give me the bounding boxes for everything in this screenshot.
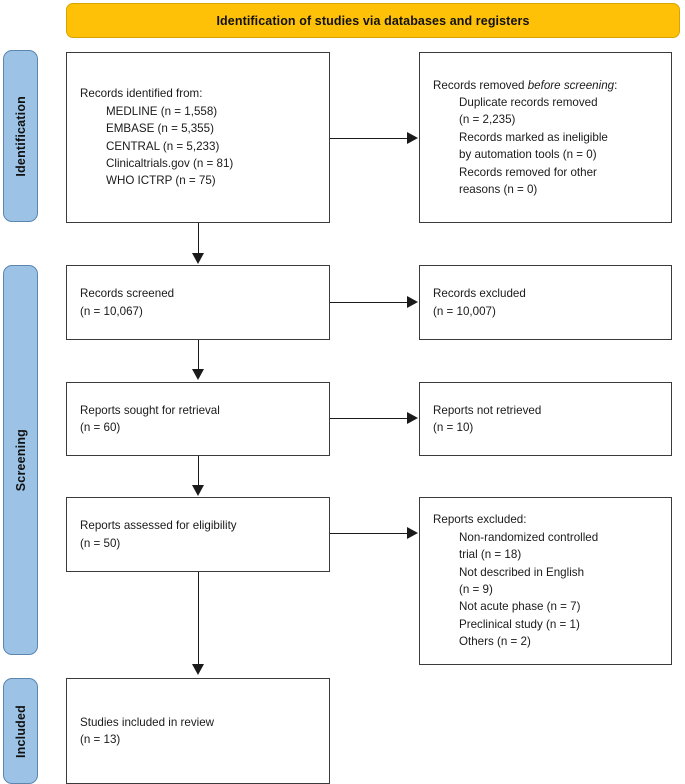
reports-sought-count: (n = 60)	[80, 421, 121, 434]
reports-excluded-item-nonrandomized-count: trial (n = 18)	[459, 548, 522, 562]
box-records-removed-body: Records removed before screening: Duplic…	[420, 77, 671, 199]
records-removed-lead-post: :	[614, 78, 618, 92]
box-reports-assessed: Reports assessed for eligibility (n = 50…	[66, 497, 330, 572]
reports-excluded-lead: Reports excluded:	[433, 513, 527, 527]
banner-title: Identification of studies via databases …	[216, 13, 530, 28]
reports-excluded-item-not-english: Not described in English	[459, 565, 585, 579]
reports-excluded-item-others: Others (n = 2)	[459, 635, 531, 649]
reports-assessed-count: (n = 50)	[80, 536, 121, 550]
arrow-sought-to-not-retrieved	[330, 418, 408, 419]
arrow-screened-to-excluded-head	[407, 296, 418, 308]
box-records-excluded-body: Records excluded (n = 10,007)	[420, 285, 671, 320]
records-removed-item-ineligible: Records marked as ineligible	[459, 130, 608, 144]
records-screened-lead: Records screened	[80, 287, 175, 301]
studies-included-lead: Studies included in review	[80, 715, 215, 729]
stage-bar-screening: Screening	[3, 265, 38, 655]
arrow-screened-to-sought	[198, 340, 199, 371]
records-identified-lead: Records identified from:	[80, 87, 203, 101]
box-reports-sought: Reports sought for retrieval (n = 60)	[66, 382, 330, 456]
arrow-screened-to-sought-head	[192, 369, 204, 380]
studies-included-count: (n = 13)	[80, 733, 121, 746]
box-studies-included: Studies included in review (n = 13)	[66, 678, 330, 784]
reports-not-retrieved-count: (n = 10)	[433, 421, 474, 434]
box-records-screened-body: Records screened (n = 10,067)	[67, 285, 329, 320]
records-removed-lead-emphasis: before screening	[527, 78, 615, 92]
arrow-sought-to-assessed	[198, 456, 199, 487]
arrow-assessed-to-excluded-head	[407, 527, 418, 539]
arrow-identified-to-removed	[330, 138, 408, 139]
arrow-assessed-to-included-head	[192, 664, 204, 675]
arrow-screened-to-excluded	[330, 302, 408, 303]
box-reports-excluded: Reports excluded: Non-randomized control…	[419, 497, 672, 665]
stage-bar-included: Included	[3, 678, 38, 784]
records-identified-item-who-ictrp: WHO ICTRP (n = 75)	[106, 174, 216, 188]
reports-assessed-lead: Reports assessed for eligibility	[80, 519, 237, 533]
reports-not-retrieved-lead: Reports not retrieved	[433, 403, 542, 417]
records-identified-item-clinicaltrials: Clinicaltrials.gov (n = 81)	[106, 156, 234, 170]
records-identified-item-medline: MEDLINE (n = 1,558)	[106, 104, 218, 118]
reports-sought-lead: Reports sought for retrieval	[80, 403, 220, 417]
stage-label-included: Included	[13, 704, 28, 758]
reports-excluded-item-preclinical: Preclinical study (n = 1)	[459, 617, 580, 631]
stage-label-identification: Identification	[13, 95, 28, 177]
records-removed-lead: Records removed before screening:	[433, 77, 658, 94]
box-records-identified: Records identified from: MEDLINE (n = 1,…	[66, 52, 330, 223]
records-identified-item-central: CENTRAL (n = 5,233)	[106, 139, 220, 153]
arrow-identified-to-screened	[198, 223, 199, 255]
stage-bar-identification: Identification	[3, 50, 38, 222]
records-removed-lead-pre: Records removed	[433, 78, 528, 92]
box-records-removed-before-screening: Records removed before screening: Duplic…	[419, 52, 672, 223]
box-reports-assessed-body: Reports assessed for eligibility (n = 50…	[67, 517, 329, 552]
records-removed-item-duplicate: Duplicate records removed	[459, 95, 598, 109]
records-removed-item-ineligible-count: by automation tools (n = 0)	[459, 148, 597, 162]
arrow-sought-to-not-retrieved-head	[407, 412, 418, 424]
records-screened-count: (n = 10,067)	[80, 304, 143, 318]
records-removed-item-other: Records removed for other	[459, 165, 597, 179]
box-studies-included-body: Studies included in review (n = 13)	[67, 714, 329, 749]
records-identified-item-embase: EMBASE (n = 5,355)	[106, 122, 214, 136]
box-reports-sought-body: Reports sought for retrieval (n = 60)	[67, 402, 329, 437]
arrow-sought-to-assessed-head	[192, 485, 204, 496]
records-excluded-count: (n = 10,007)	[433, 304, 496, 318]
arrow-assessed-to-excluded	[330, 533, 408, 534]
arrow-identified-to-screened-head	[192, 253, 204, 264]
records-excluded-lead: Records excluded	[433, 287, 526, 301]
reports-excluded-item-not-english-count: (n = 9)	[459, 583, 493, 596]
stage-label-screening: Screening	[13, 428, 28, 492]
reports-excluded-item-nonrandomized: Non-randomized controlled	[459, 530, 599, 544]
box-records-screened: Records screened (n = 10,067)	[66, 265, 330, 340]
box-reports-not-retrieved-body: Reports not retrieved (n = 10)	[420, 402, 671, 437]
reports-excluded-item-not-acute: Not acute phase (n = 7)	[459, 600, 581, 614]
banner-identification-via-databases: Identification of studies via databases …	[66, 3, 680, 38]
arrow-identified-to-removed-head	[407, 132, 418, 144]
arrow-assessed-to-included	[198, 572, 199, 666]
box-records-excluded: Records excluded (n = 10,007)	[419, 265, 672, 340]
records-removed-item-duplicate-count: (n = 2,235)	[459, 113, 516, 127]
box-reports-excluded-body: Reports excluded: Non-randomized control…	[420, 511, 671, 650]
box-records-identified-body: Records identified from: MEDLINE (n = 1,…	[67, 85, 329, 189]
records-removed-item-other-count: reasons (n = 0)	[459, 183, 538, 197]
box-reports-not-retrieved: Reports not retrieved (n = 10)	[419, 382, 672, 456]
